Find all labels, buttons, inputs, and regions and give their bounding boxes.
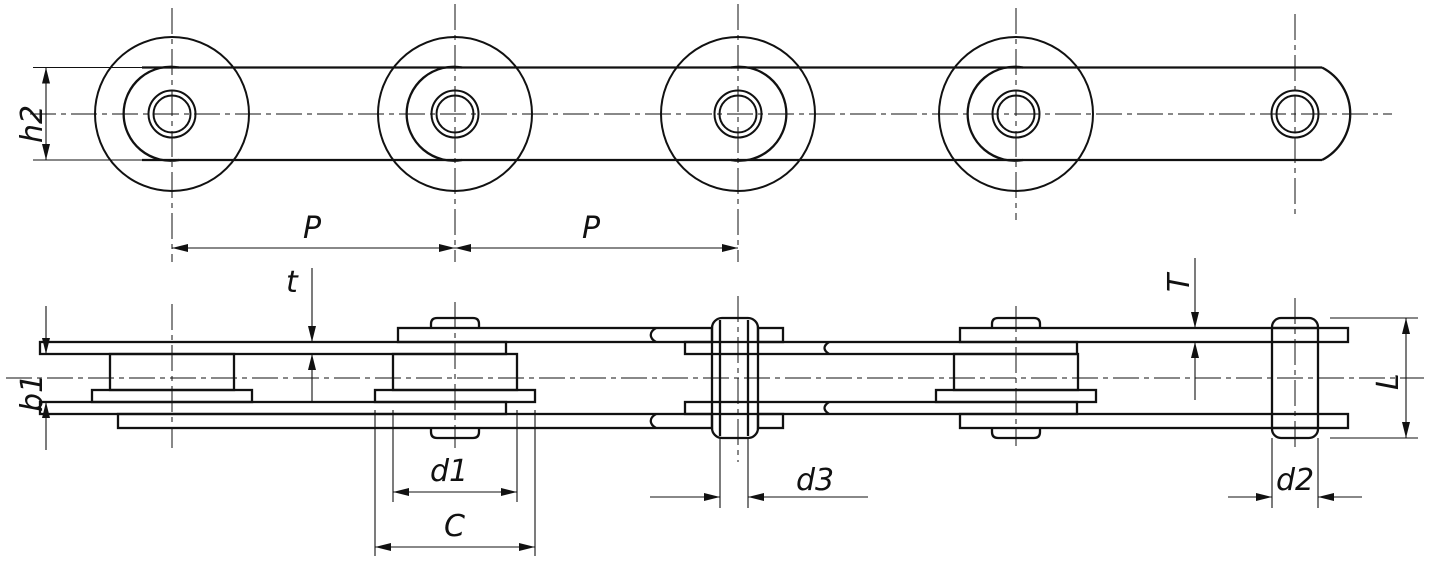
dim-b1: b1 [15, 306, 50, 450]
pin-cap [990, 428, 1042, 440]
plate-end-arc [823, 341, 830, 355]
pin-circle [435, 94, 475, 134]
dim-cap-t: T [1162, 258, 1199, 400]
dim-d3: d3 [650, 438, 868, 508]
dim-label-t: t [286, 265, 299, 300]
outer-plate [958, 412, 1350, 430]
roller-circle [660, 36, 816, 192]
dim-t: t [286, 265, 316, 402]
plate-end-cap [1321, 66, 1352, 162]
plate-end-arc [649, 327, 657, 343]
inner-plate [683, 400, 1079, 416]
pin-circle [152, 94, 192, 134]
outer-plate-tab [756, 412, 785, 430]
dim-label-d3: d3 [796, 463, 834, 498]
dim-label-p: P [582, 211, 601, 246]
bushing-circle [713, 89, 763, 139]
pin-end-lines [1272, 326, 1318, 430]
flange-rect [373, 388, 537, 404]
dim-h2: h2 [15, 67, 50, 160]
pin-caps [429, 316, 1042, 440]
pin-circle [718, 94, 758, 134]
plate-end-arc [966, 65, 1024, 162]
dim-label-l: L [1371, 373, 1406, 390]
pin-end [1270, 316, 1320, 440]
outer-plate [396, 326, 714, 344]
plate-end-arc [823, 401, 830, 415]
outer-plate [116, 412, 714, 430]
extension-line [33, 66, 142, 161]
plate-end-arc [405, 65, 463, 162]
dim-label-b1: b1 [15, 374, 50, 412]
plate-end-arc [649, 413, 657, 429]
pin-cap [429, 428, 481, 440]
roller-circle [377, 36, 533, 192]
dim-d2: d2 [1228, 438, 1362, 508]
dim-p-second: P [455, 211, 738, 252]
center-roller-bore [718, 320, 750, 436]
bottom-view: b1 t T d1 C d [6, 258, 1424, 556]
dim-label-h2: h2 [15, 105, 50, 143]
bushing-and-pin-circles [147, 89, 1320, 139]
pin-end-body [1270, 316, 1320, 440]
dim-label-d1: d1 [430, 454, 468, 489]
inner-plate [38, 340, 508, 356]
pin-circle [1275, 94, 1315, 134]
roller-plan [90, 352, 1098, 404]
dim-label-p: P [303, 211, 322, 246]
roller-circle [938, 36, 1094, 192]
center-roller-body [710, 316, 760, 440]
pin-cap [990, 316, 1042, 328]
bushing-circle [147, 89, 197, 139]
inner-plate [38, 400, 508, 416]
bushing-circle [991, 89, 1041, 139]
flange-rect [90, 388, 254, 404]
dim-d1: d1 [392, 410, 518, 502]
roller-circle [94, 36, 250, 192]
bushing-circle [1270, 89, 1320, 139]
outer-plate [958, 326, 1350, 344]
bushing-circle [430, 89, 480, 139]
outer-plate-tab [756, 326, 785, 344]
dim-label-c: C [444, 509, 465, 544]
dim-l: L [1330, 317, 1418, 439]
top-view: h2 P P [15, 4, 1392, 262]
pin-cap [429, 316, 481, 328]
inner-plate [683, 340, 1079, 356]
pin-circle [996, 94, 1036, 134]
dim-label-cap-t: T [1162, 271, 1197, 292]
dim-p-first: P [172, 211, 455, 252]
flange-rect [934, 388, 1098, 404]
plate-end-arc [122, 65, 180, 162]
plate-end-arc [730, 65, 788, 162]
dim-label-d2: d2 [1276, 463, 1314, 498]
center-roller [710, 316, 760, 440]
dim-c: C [374, 410, 536, 556]
